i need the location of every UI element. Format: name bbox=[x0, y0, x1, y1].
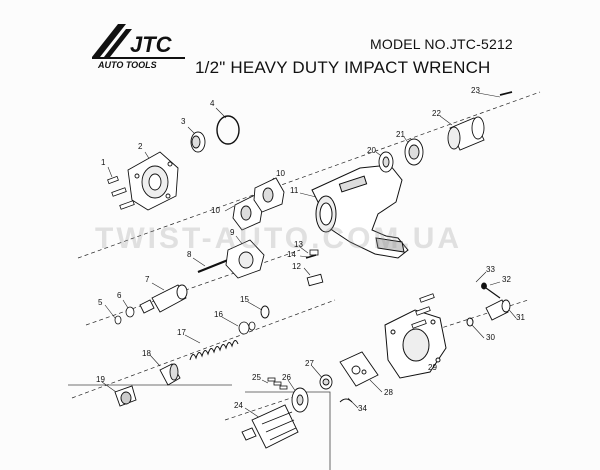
assembly-guides bbox=[71, 91, 541, 421]
part-28-gasket bbox=[339, 351, 379, 387]
part-20-bearing bbox=[378, 151, 394, 173]
part-34-clip bbox=[339, 398, 353, 403]
callout-33: 33 bbox=[486, 265, 495, 274]
callout-15: 15 bbox=[240, 295, 249, 304]
callout-29: 29 bbox=[428, 363, 437, 372]
part-3-bushing bbox=[190, 131, 206, 153]
callout-1: 1 bbox=[101, 158, 106, 167]
callout-34: 34 bbox=[358, 404, 367, 413]
callout-4: 4 bbox=[210, 99, 215, 108]
callout-11: 11 bbox=[290, 186, 299, 195]
callout-17: 17 bbox=[177, 328, 186, 337]
part-18-regulator bbox=[159, 363, 181, 386]
callout-13: 13 bbox=[294, 240, 303, 249]
model-number: MODEL NO.JTC-5212 bbox=[370, 36, 513, 52]
callout-31: 31 bbox=[516, 313, 525, 322]
callout-25: 25 bbox=[252, 373, 261, 382]
page-title: 1/2" HEAVY DUTY IMPACT WRENCH bbox=[195, 58, 491, 77]
part-19-inlet bbox=[114, 385, 137, 407]
part-7-anvil bbox=[139, 284, 188, 314]
part-30-o-ring bbox=[466, 317, 474, 327]
part-21-end-plate bbox=[404, 138, 424, 166]
callout-26: 26 bbox=[282, 373, 291, 382]
leader-lines bbox=[101, 92, 517, 419]
part-15-ring bbox=[260, 305, 270, 319]
part-8-pin bbox=[197, 258, 229, 274]
part-2-front-housing bbox=[127, 151, 179, 211]
callout-14: 14 bbox=[287, 250, 296, 259]
callout-23: 23 bbox=[471, 86, 480, 95]
callout-10a: 10 bbox=[211, 206, 220, 215]
callout-18: 18 bbox=[142, 349, 151, 358]
part-17-spring bbox=[189, 340, 239, 361]
callout-27: 27 bbox=[305, 359, 314, 368]
part-27-bearing bbox=[319, 374, 333, 390]
callout-3: 3 bbox=[181, 117, 186, 126]
part-16-valve bbox=[238, 321, 256, 335]
part-11-main-housing bbox=[311, 164, 409, 259]
part-13-14-small bbox=[305, 249, 319, 259]
part-23-pin bbox=[499, 91, 513, 96]
callout-21: 21 bbox=[396, 130, 405, 139]
brand-tagline: AUTO TOOLS bbox=[98, 60, 157, 70]
frame-lines bbox=[68, 384, 331, 470]
callout-10b: 10 bbox=[276, 169, 285, 178]
callout-22: 22 bbox=[432, 109, 441, 118]
part-25-vanes bbox=[267, 377, 288, 390]
part-31-reverse-valve bbox=[485, 299, 511, 321]
callout-2: 2 bbox=[138, 142, 143, 151]
watermark: TWIST-AUTO.COM.UA bbox=[95, 222, 463, 255]
callout-24: 24 bbox=[234, 401, 243, 410]
part-32-33-small bbox=[481, 282, 501, 299]
callout-5: 5 bbox=[98, 298, 103, 307]
part-1-screws bbox=[107, 175, 135, 210]
part-1-screws-rear bbox=[411, 293, 435, 329]
jtc-logo: JTC bbox=[92, 24, 185, 59]
part-12-trigger bbox=[306, 273, 324, 287]
callout-9: 9 bbox=[230, 228, 235, 237]
svg-text:JTC: JTC bbox=[130, 32, 173, 57]
callout-19: 19 bbox=[96, 375, 105, 384]
part-10-hammers bbox=[232, 177, 285, 231]
part-22-cylinder bbox=[447, 116, 485, 151]
part-4-o-ring bbox=[216, 115, 240, 145]
callout-6: 6 bbox=[117, 291, 122, 300]
callout-32: 32 bbox=[502, 275, 511, 284]
part-29-rear-cover bbox=[384, 309, 447, 379]
part-26-rear-plate bbox=[291, 387, 309, 413]
callout-16: 16 bbox=[214, 310, 223, 319]
callout-8: 8 bbox=[187, 250, 192, 259]
callout-7: 7 bbox=[145, 275, 150, 284]
callout-28: 28 bbox=[384, 388, 393, 397]
part-5-6-rings bbox=[114, 306, 135, 325]
callout-12: 12 bbox=[292, 262, 301, 271]
part-24-rotor bbox=[241, 404, 299, 449]
callout-20: 20 bbox=[367, 146, 376, 155]
callout-30: 30 bbox=[486, 333, 495, 342]
part-9-hammer-cage bbox=[225, 239, 265, 279]
